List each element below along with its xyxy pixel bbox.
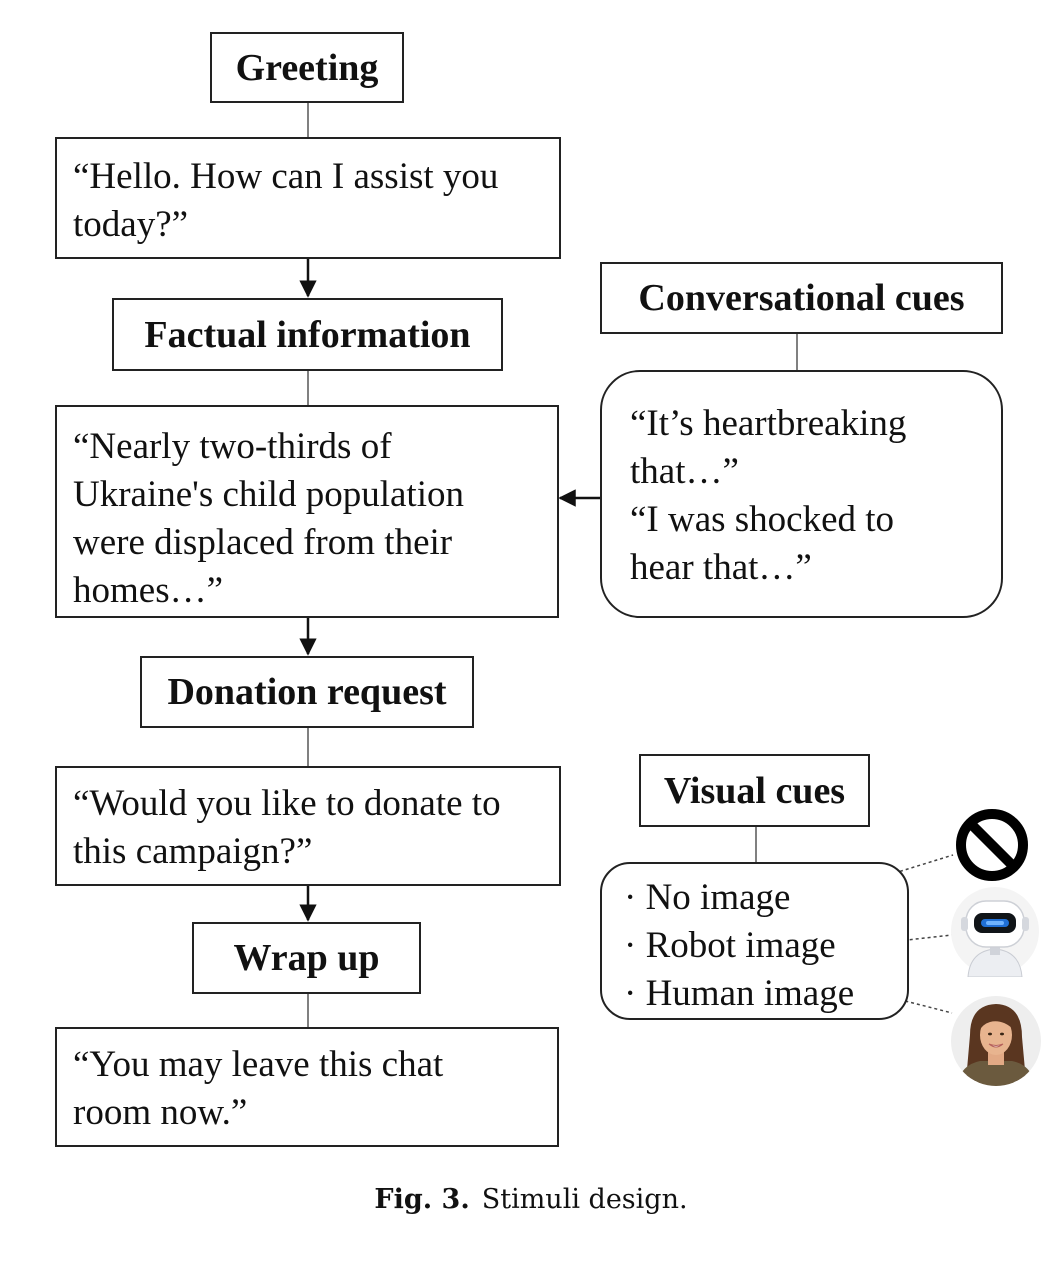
figure-label: Fig. 3. (374, 1184, 470, 1215)
donation-quote-line-1: “Would you like to donate to (73, 783, 501, 824)
robot-icon (950, 885, 1040, 978)
factual-quote-box: “Nearly two-thirds of Ukraine's child po… (55, 405, 559, 618)
conversational-quote-line-1: “It’s heartbreaking (630, 403, 907, 444)
conversational-quote-line-3: “I was shocked to (630, 499, 895, 540)
wrapup-quote-line-1: “You may leave this chat (73, 1044, 444, 1085)
visual-item-no-image: · No image (624, 877, 791, 918)
greeting-quote-line-1: “Hello. How can I assist you (73, 156, 499, 197)
factual-quote-line-4: homes…” (73, 570, 224, 611)
factual-quote-line-2: Ukraine's child population (73, 474, 464, 515)
visual-cues-box: · No image · Robot image · Human image (600, 862, 909, 1020)
conversational-cues-label: Conversational cues (600, 262, 1003, 334)
figure-caption-text: Stimuli design. (481, 1184, 688, 1215)
wrapup-label: Wrap up (192, 922, 421, 994)
greeting-label: Greeting (210, 32, 404, 103)
no-image-icon (955, 808, 1029, 882)
donation-quote-line-2: this campaign?” (73, 831, 313, 872)
human-portrait-icon (950, 995, 1042, 1087)
wrapup-quote-box: “You may leave this chat room now.” (55, 1027, 559, 1147)
conversational-cues-box: “It’s heartbreaking that…” “I was shocke… (600, 370, 1003, 618)
factual-quote-line-3: were displaced from their (73, 522, 453, 563)
conversational-quote-line-2: that…” (630, 451, 739, 492)
conversational-quote-line-4: hear that…” (630, 547, 812, 588)
visual-item-human-image: · Human image (624, 973, 855, 1014)
greeting-quote-line-2: today?” (73, 204, 189, 245)
greeting-quote-box: “Hello. How can I assist you today?” (55, 137, 561, 259)
visual-cues-label: Visual cues (639, 754, 870, 827)
donation-quote-box: “Would you like to donate to this campai… (55, 766, 561, 886)
wrapup-quote-line-2: room now.” (73, 1092, 248, 1133)
factual-quote-line-1: “Nearly two-thirds of (73, 426, 392, 467)
donation-label: Donation request (140, 656, 474, 728)
figure-caption: Fig. 3. Stimuli design. (0, 1184, 1062, 1215)
factual-label: Factual information (112, 298, 503, 371)
visual-item-robot-image: · Robot image (624, 925, 836, 966)
